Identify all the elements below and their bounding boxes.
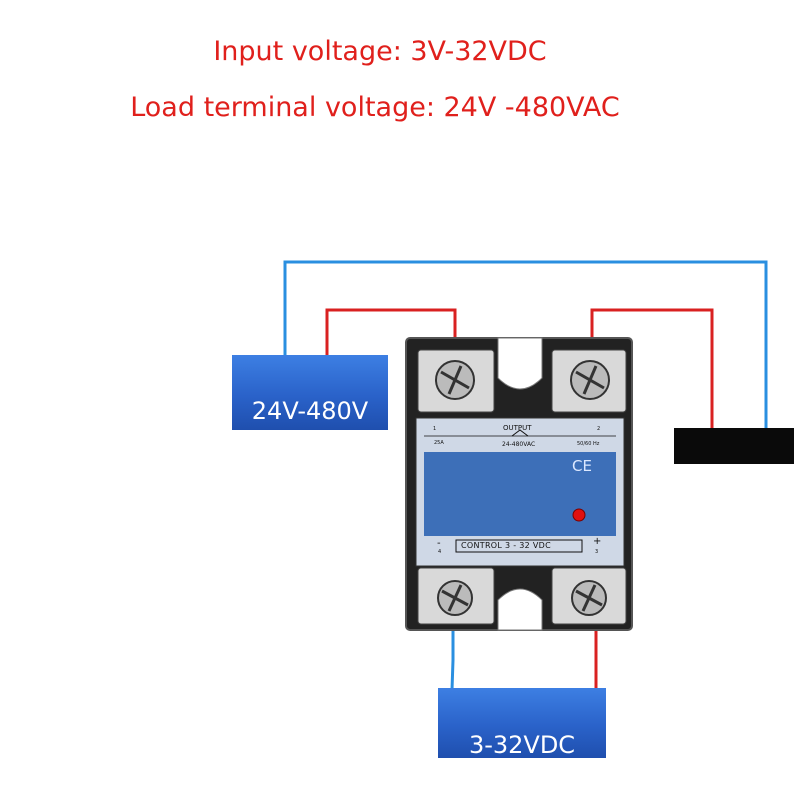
terminal-3-label: 3 [595,549,599,555]
ac-blue-wire [283,260,768,428]
solid-state-relay [405,337,633,631]
dc-source-label: 3-32VDC [468,731,576,759]
screw-terminal-2 [570,360,610,400]
load-block [674,428,794,464]
terminal-1-label: 1 [433,426,437,432]
dc-source-box: 3-32VDC [438,688,606,759]
bottom-mount-notch [497,588,543,631]
output-arrow [511,429,529,437]
relay-current-label: 25A [434,440,444,446]
ac-source-label: 24V-480V [251,396,369,425]
control-label-frame [455,539,583,553]
relay-frequency-label: 50/60 Hz [577,441,600,447]
load-voltage-heading: Load terminal voltage: 24V -480VAC [130,92,620,123]
dc-blue-wire [450,628,455,691]
relay-blue-panel [424,452,616,536]
ac-source-box: 24V-480V [232,355,388,430]
relay-minus-sign: - [437,538,441,549]
screw-terminal-1 [435,360,475,400]
screw-terminal-4 [437,580,473,616]
relay-rating-label: 24-480VAC [502,441,536,448]
terminal-2-label: 2 [597,426,601,432]
ce-mark: CE [572,457,592,475]
input-voltage-heading: Input voltage: 3V-32VDC [213,36,547,67]
relay-control-label: CONTROL 3 - 32 VDC [461,541,552,550]
indicator-led [572,508,586,522]
relay-output-label: OUTPUT [503,424,532,432]
ac-red-wire-left [325,308,457,360]
relay-plus-sign: + [593,536,602,547]
screw-terminal-3 [571,580,607,616]
terminal-4-label: 4 [438,549,442,555]
top-mount-notch [497,337,543,390]
